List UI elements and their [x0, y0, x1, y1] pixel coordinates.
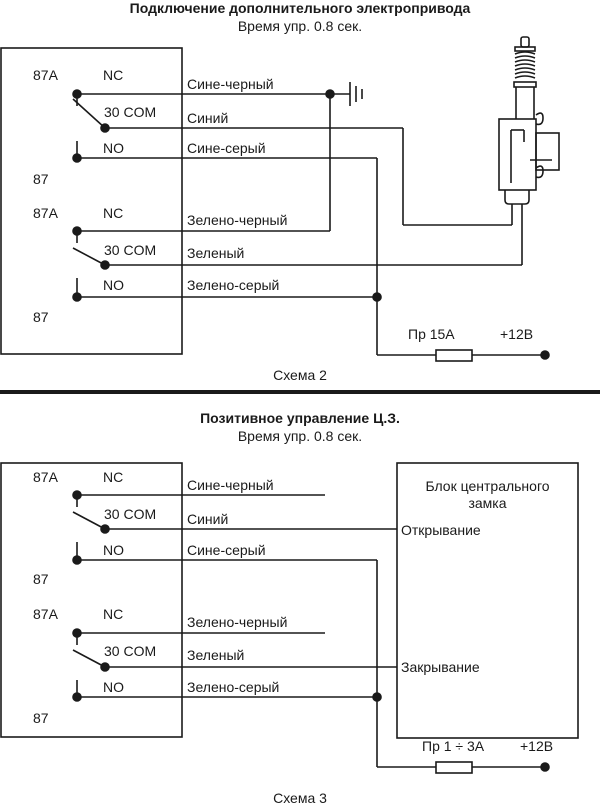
wire-label: Сине-черный	[187, 477, 274, 493]
relay-pin-87: 87	[33, 309, 49, 325]
relay-label-com: 30 COM	[104, 643, 157, 659]
diagram3-relay-2	[72, 628, 182, 702]
diagram2-caption: Схема 2	[273, 367, 327, 383]
fuse-15a	[435, 349, 473, 362]
relay-label-nc: NC	[103, 67, 124, 83]
no-terminal	[72, 292, 82, 302]
com-terminal	[100, 662, 110, 672]
relay-label-com: 30 COM	[104, 242, 157, 258]
diagram3-caption: Схема 3	[273, 790, 327, 806]
wire-label: Синий	[187, 511, 229, 527]
com-terminal	[100, 260, 110, 270]
relay-pin-87a: 87A	[33, 606, 58, 622]
diagram2-relay-1	[72, 89, 182, 163]
relay-label-no: NO	[103, 542, 124, 558]
power-terminal	[540, 762, 550, 772]
wire-label: Синий	[187, 110, 229, 126]
wire-label: Зеленый	[187, 647, 245, 663]
no-terminal	[72, 153, 82, 163]
no-terminal	[72, 555, 82, 565]
lock-unit-close-label: Закрывание	[401, 659, 480, 675]
relay-label-com: 30 COM	[104, 506, 157, 522]
relay-label-nc: NC	[103, 205, 124, 221]
wire-label: Зеленый	[187, 245, 245, 261]
relay-pin-87a: 87A	[33, 469, 58, 485]
fuse-1-3a	[435, 761, 473, 774]
diagram2-relay-box	[0, 47, 183, 355]
junction-dot	[325, 89, 335, 99]
com-terminal	[100, 123, 110, 133]
relay-pin-87a: 87A	[33, 205, 58, 221]
ground-icon	[349, 82, 363, 106]
relay-label-no: NO	[103, 679, 124, 695]
lock-unit-open-label: Открывание	[401, 522, 481, 538]
no-terminal	[72, 692, 82, 702]
wire-label: Зелено-серый	[187, 679, 280, 695]
diagram2-relay-2	[72, 226, 182, 302]
relay-label-no: NO	[103, 277, 124, 293]
fuse-label: Пр 1 ÷ 3А	[422, 738, 485, 754]
diagram3-subtitle: Время упр. 0.8 сек.	[237, 428, 363, 444]
wire-label: Зелено-серый	[187, 277, 280, 293]
power-terminal	[540, 350, 550, 360]
relay-pin-87: 87	[33, 710, 49, 726]
diagram2-subtitle: Время упр. 0.8 сек.	[237, 18, 363, 34]
junction-dot	[372, 692, 382, 702]
central-lock-unit-box	[396, 462, 579, 739]
diagram3-title: Позитивное управление Ц.З.	[200, 410, 400, 426]
wire-label: Сине-черный	[187, 76, 274, 92]
diagram3-relay-1	[72, 490, 182, 565]
door-lock-actuator-icon	[498, 36, 560, 205]
relay-label-nc: NC	[103, 469, 124, 485]
power-label: +12В	[520, 738, 554, 754]
relay-label-com: 30 COM	[104, 104, 157, 120]
relay-pin-87: 87	[33, 571, 49, 587]
wire-label: Сине-серый	[187, 542, 266, 558]
wire-label: Зелено-черный	[187, 614, 288, 630]
diagram3-wires	[182, 494, 550, 774]
nc-terminal	[72, 226, 82, 236]
relay-pin-87a: 87A	[33, 67, 58, 83]
diagram3-relay-box	[0, 462, 183, 738]
relay-pin-87: 87	[33, 171, 49, 187]
wire-label: Зелено-черный	[187, 212, 288, 228]
relay-label-nc: NC	[103, 606, 124, 622]
lock-unit-title-line1: Блок центрального	[425, 478, 550, 494]
diagram2-wires	[182, 89, 550, 362]
wire-label: Сине-серый	[187, 140, 266, 156]
lock-unit-title: Блок центрального замка	[397, 478, 578, 512]
junction-dot	[372, 292, 382, 302]
relay-label-no: NO	[103, 140, 124, 156]
nc-terminal	[72, 490, 82, 500]
power-label: +12В	[500, 326, 534, 342]
fuse-label: Пр 15А	[408, 326, 455, 342]
com-terminal	[100, 524, 110, 534]
lock-unit-title-line2: замка	[468, 495, 507, 511]
diagram2-title: Подключение дополнительного электроприво…	[129, 0, 471, 16]
nc-terminal	[72, 628, 82, 638]
nc-terminal	[72, 89, 82, 99]
